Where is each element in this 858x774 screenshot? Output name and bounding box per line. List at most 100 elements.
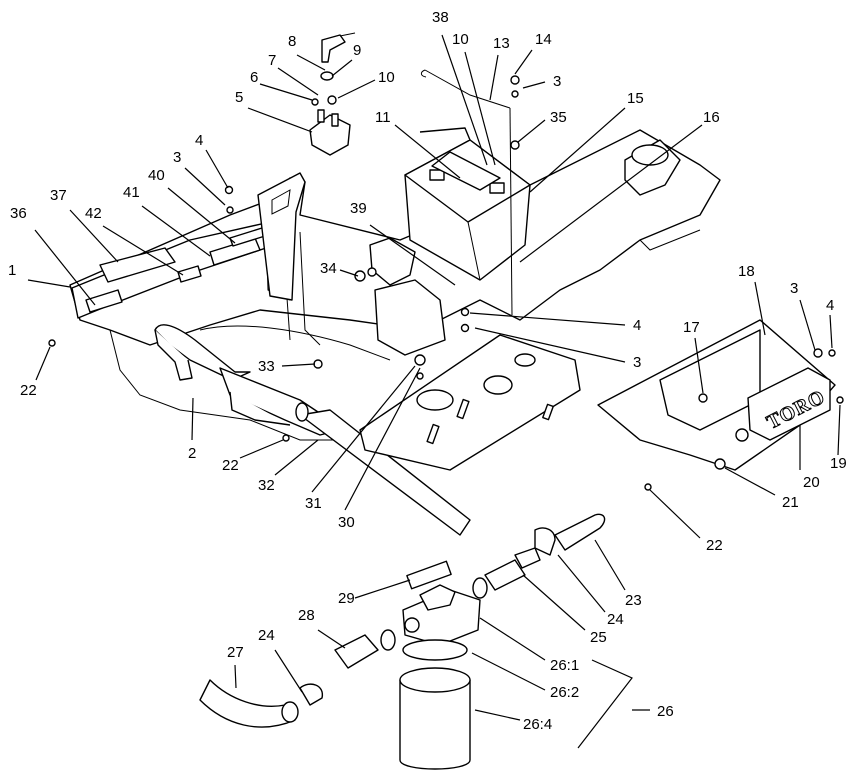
callout-label: 25 — [590, 629, 607, 646]
leader-line — [694, 337, 704, 394]
leader-line — [141, 205, 211, 257]
solenoid — [309, 32, 356, 156]
leader-line — [522, 574, 586, 631]
callout-label: 4 — [195, 132, 203, 149]
callout-label: 17 — [683, 319, 700, 336]
leader-line — [274, 649, 303, 693]
callout-label: 27 — [227, 644, 244, 661]
callout-label: 32 — [258, 477, 275, 494]
leader-line — [191, 397, 194, 441]
callout-label: 10 — [378, 69, 395, 86]
leader-line — [274, 439, 319, 476]
leader-line — [514, 49, 533, 75]
callout-label: 21 — [782, 494, 799, 511]
rear-bracket — [257, 172, 306, 301]
leader-line — [317, 629, 346, 649]
callout-label: 40 — [148, 167, 165, 184]
callout-label: 13 — [493, 35, 510, 52]
callout-label: 29 — [338, 590, 355, 607]
leader-line — [239, 439, 284, 459]
center-plate — [359, 334, 581, 471]
leader-line — [259, 83, 313, 101]
leader-line — [234, 664, 237, 689]
callout-label: 8 — [288, 33, 296, 50]
callout-label: 22 — [222, 457, 239, 474]
leader-line — [754, 281, 766, 336]
callout-label: 14 — [535, 31, 552, 48]
leader-line — [369, 224, 456, 286]
leader-line — [464, 51, 496, 166]
callout-label: 22 — [706, 537, 723, 554]
callout-label: 9 — [353, 42, 361, 59]
leader-line — [474, 709, 521, 721]
leader-line — [837, 404, 841, 456]
callout-label: 2 — [188, 445, 196, 462]
leader-line — [441, 34, 488, 166]
callout-label: 16 — [703, 109, 720, 126]
leader-line — [339, 269, 359, 277]
callout-label: 41 — [123, 184, 140, 201]
leader-line — [517, 119, 546, 143]
callout-label: 11 — [375, 109, 391, 126]
callout-label: 7 — [268, 52, 276, 69]
leader-line — [529, 107, 626, 193]
leader-line — [296, 54, 326, 71]
leader-line — [281, 363, 316, 367]
callout-label: 10 — [452, 31, 469, 48]
leader-line — [337, 79, 376, 99]
callout-label: 30 — [338, 514, 355, 531]
callout-label: 3 — [633, 354, 641, 371]
callout-label: 33 — [258, 358, 275, 375]
filter-head — [402, 560, 481, 646]
callout-label: 3 — [173, 149, 181, 166]
leader-line — [479, 617, 546, 661]
callout-label: 24 — [258, 627, 275, 644]
callout-label: 3 — [790, 280, 798, 297]
leader-line — [247, 107, 313, 133]
callout-label: 24 — [607, 611, 624, 628]
leader-line — [522, 81, 546, 89]
seat-mount — [354, 237, 446, 356]
callout-label: 42 — [85, 205, 102, 222]
leader-line — [27, 279, 71, 288]
callout-label: 26 — [657, 703, 674, 720]
callout-label: 4 — [826, 297, 834, 314]
leader-line — [344, 367, 421, 511]
leader-line — [489, 54, 499, 101]
callout-label: 18 — [738, 263, 755, 280]
leader-line — [799, 299, 816, 351]
callout-label: 5 — [235, 89, 243, 106]
callout-label: 26:2 — [550, 684, 579, 701]
callout-label: 23 — [625, 592, 642, 609]
leader-line — [471, 652, 546, 691]
leader-line — [184, 167, 226, 206]
leader-line — [277, 67, 319, 96]
callout-label: 26:4 — [523, 716, 552, 733]
callout-label: 26:1 — [550, 657, 579, 674]
hold-down-rod — [420, 69, 513, 316]
leader-line — [594, 539, 626, 591]
callout-label: 28 — [298, 607, 315, 624]
callout-label: 19 — [830, 455, 847, 472]
callout-label: 6 — [250, 69, 258, 86]
leader-line — [205, 149, 229, 189]
leader-line — [474, 327, 626, 363]
leader-line — [649, 489, 701, 539]
filter-canister — [399, 639, 471, 770]
callout-label: 38 — [432, 9, 449, 26]
callout-label: 1 — [8, 262, 16, 279]
hardware — [48, 75, 844, 491]
leader-line — [35, 346, 51, 381]
leader-line — [394, 124, 461, 179]
group-bracket-26 — [577, 659, 633, 749]
drive-shaft — [295, 402, 471, 536]
leader-line — [724, 467, 776, 496]
fittings — [199, 513, 606, 728]
leader-line — [69, 209, 119, 263]
callout-label: 39 — [350, 200, 367, 217]
leader-line — [557, 554, 606, 613]
left-panel — [71, 221, 276, 319]
